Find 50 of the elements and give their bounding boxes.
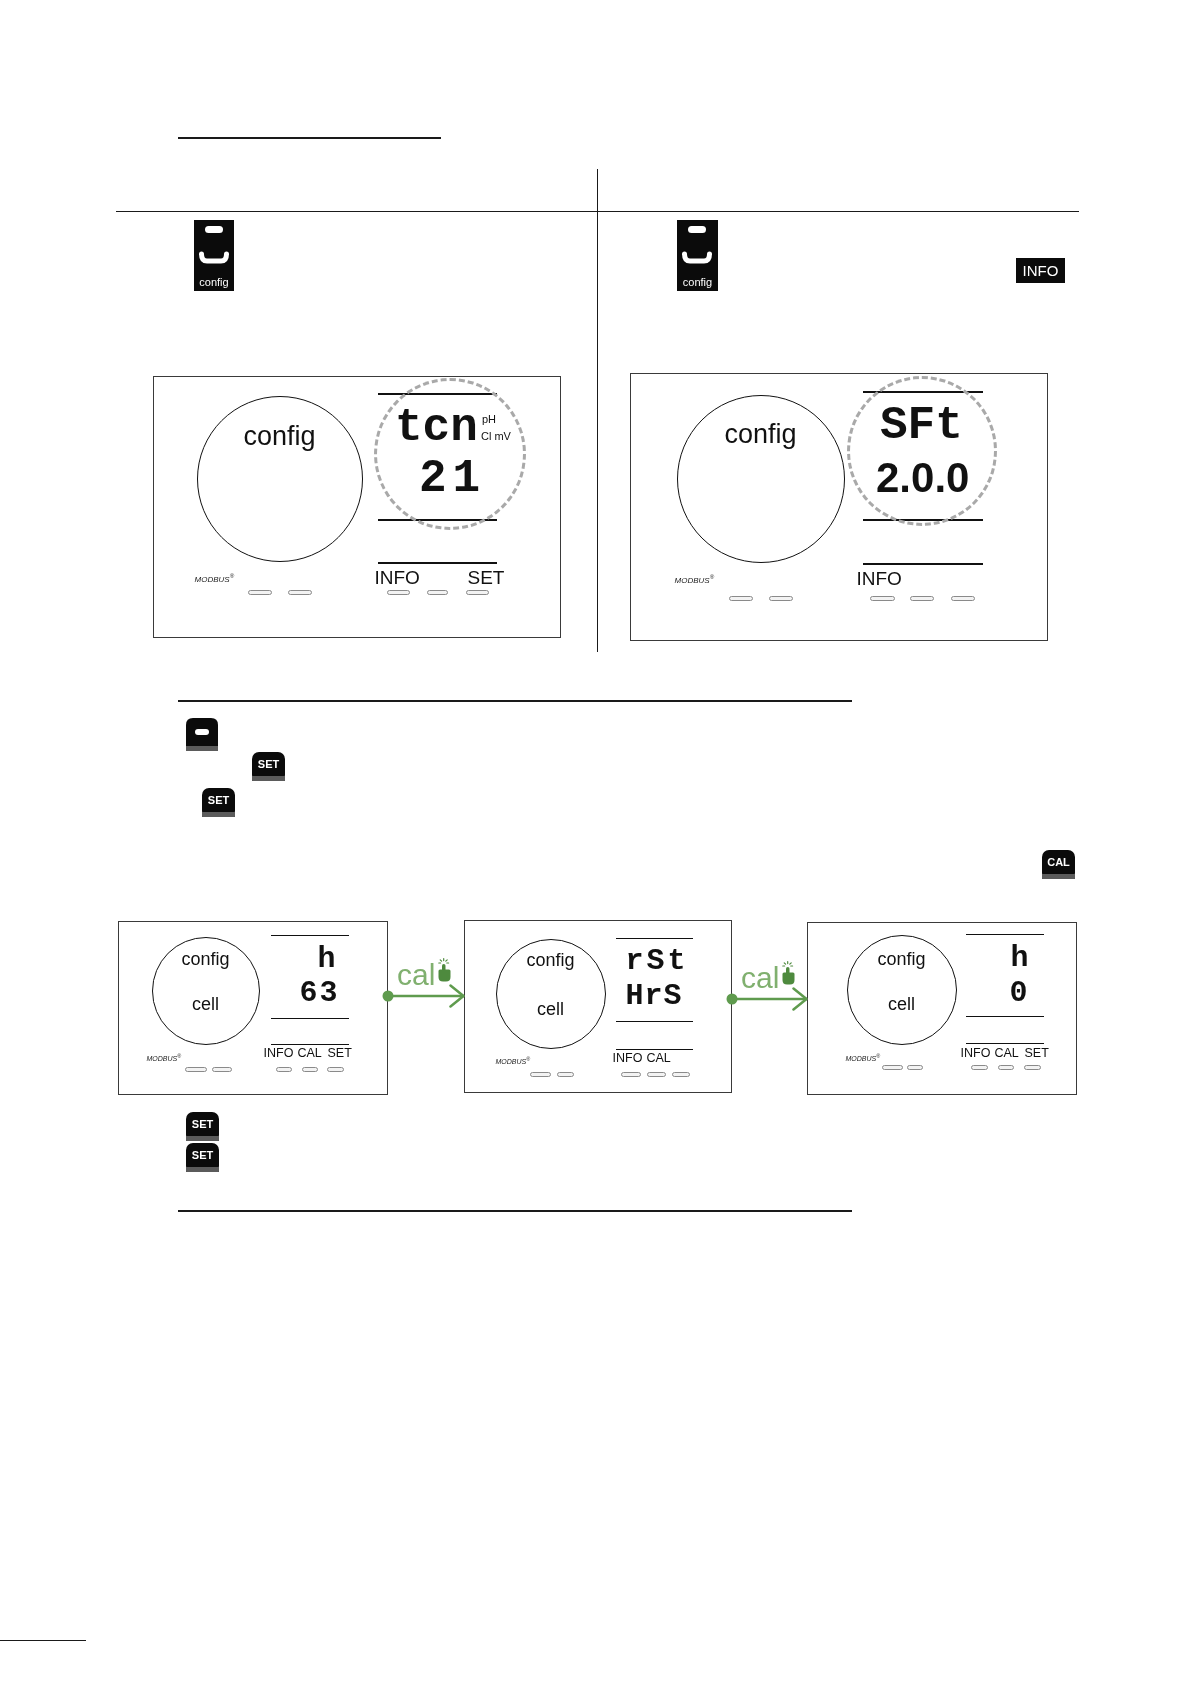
segment-readout: h bbox=[1010, 945, 1029, 970]
keypad-key: SET bbox=[186, 1143, 219, 1172]
mode-label: cell bbox=[192, 994, 219, 1015]
segment-readout: SFt bbox=[880, 408, 963, 445]
mode-label: config bbox=[526, 950, 575, 971]
softkey-label: INFO bbox=[263, 1046, 294, 1059]
mode-label: config bbox=[724, 419, 797, 451]
highlight-circle bbox=[373, 377, 526, 530]
unit-label: Cl mV bbox=[481, 431, 511, 442]
segment-readout: 21 bbox=[419, 461, 487, 498]
arrow bbox=[382, 984, 465, 1008]
segment-readout: h bbox=[317, 946, 336, 971]
softkey-label: CAL bbox=[297, 1046, 322, 1059]
mode-label: config bbox=[243, 421, 316, 453]
mode-label: config bbox=[877, 949, 926, 970]
softkey-label: CAL bbox=[994, 1046, 1019, 1059]
lcd-display bbox=[464, 920, 732, 1093]
softkey-label: SET bbox=[467, 567, 505, 587]
protocol-label: MODBUS$^{®}$ bbox=[194, 575, 235, 584]
lcd-display bbox=[118, 921, 388, 1095]
keypad-key: SET bbox=[186, 1112, 219, 1141]
softkey-label: INFO bbox=[612, 1051, 643, 1064]
segment-readout: tcn bbox=[395, 410, 478, 447]
softkey-label: INFO bbox=[960, 1046, 991, 1059]
keypad-key: SET bbox=[252, 752, 285, 781]
keypad-key: CAL bbox=[1042, 850, 1075, 879]
protocol-label: MODBUS$^{®}$ bbox=[674, 576, 715, 585]
segment-readout: HrS bbox=[625, 983, 683, 1008]
arrow bbox=[726, 987, 808, 1011]
segment-readout: 63 bbox=[299, 980, 340, 1005]
key-caption: config bbox=[682, 276, 713, 288]
softkey-label: CAL bbox=[646, 1051, 671, 1064]
lcd-display bbox=[630, 373, 1048, 641]
segment-readout: 2.0.0 bbox=[876, 461, 970, 495]
softkey-label: SET bbox=[1024, 1046, 1049, 1059]
softkey-label: SET bbox=[327, 1046, 352, 1059]
mode-label: config bbox=[181, 949, 230, 970]
keypad-key: SET bbox=[202, 788, 235, 817]
mode-label: cell bbox=[537, 999, 564, 1020]
key-caption: config bbox=[199, 276, 229, 288]
softkey-label: INFO bbox=[374, 567, 420, 587]
segment-readout: rSt bbox=[625, 948, 689, 973]
lcd-display bbox=[153, 376, 561, 638]
unit-label: pH bbox=[482, 414, 497, 425]
segment-readout: 0 bbox=[1009, 980, 1028, 1005]
mode-label: cell bbox=[888, 994, 915, 1015]
highlight-circle bbox=[846, 375, 997, 526]
lcd-display bbox=[807, 922, 1077, 1095]
keypad-key: INFO bbox=[1016, 258, 1065, 283]
softkey-label: INFO bbox=[856, 568, 902, 588]
